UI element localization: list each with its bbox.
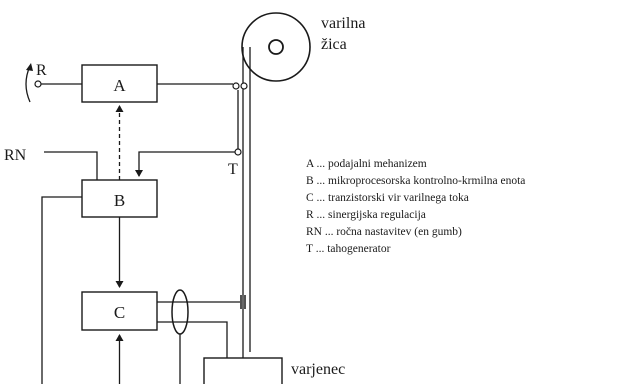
feed-roller-right — [240, 82, 248, 90]
block-b-label: B — [114, 191, 125, 210]
legend-item-c: C ... tranzistorski vir varilnega toka — [306, 192, 469, 204]
r-arc-arrowhead — [26, 63, 33, 71]
r-arc-symbol — [25, 65, 31, 103]
legend: A ... podajalni mehanizem B ... mikropro… — [306, 158, 525, 255]
workpiece-label: varjenec — [291, 361, 345, 378]
b-left-feedback-wire — [41, 196, 82, 384]
legend-item-t: T ... tahogenerator — [306, 243, 391, 255]
rn-label: RN — [4, 147, 27, 164]
block-c-label: C — [114, 303, 125, 322]
t-terminal — [234, 148, 242, 156]
workpiece-block — [203, 357, 283, 389]
t-label: T — [228, 161, 238, 178]
r-label: R — [36, 62, 47, 79]
block-a-label: A — [113, 76, 126, 95]
r-terminal — [34, 80, 42, 88]
block-b — [81, 179, 158, 218]
t-to-b-arrow — [135, 151, 235, 177]
legend-item-b: B ... mikroprocesorska kontrolno-krmilna… — [306, 175, 525, 187]
wire-label-line1: varilna — [321, 15, 365, 32]
rn-input-wire — [44, 151, 98, 180]
block-a — [81, 64, 158, 103]
c-to-workpiece-wire — [157, 321, 228, 358]
current-sensor — [171, 289, 189, 335]
legend-item-rn: RN ... ročna nastavitev (en gumb) — [306, 226, 462, 238]
legend-item-r: R ... sinergijska regulacija — [306, 209, 426, 221]
wire-spool — [241, 12, 311, 82]
block-c — [81, 291, 158, 331]
feed-roller-left — [232, 82, 240, 90]
legend-item-a: A ... podajalni mehanizem — [306, 158, 427, 170]
wire-label-line2: žica — [321, 36, 347, 53]
